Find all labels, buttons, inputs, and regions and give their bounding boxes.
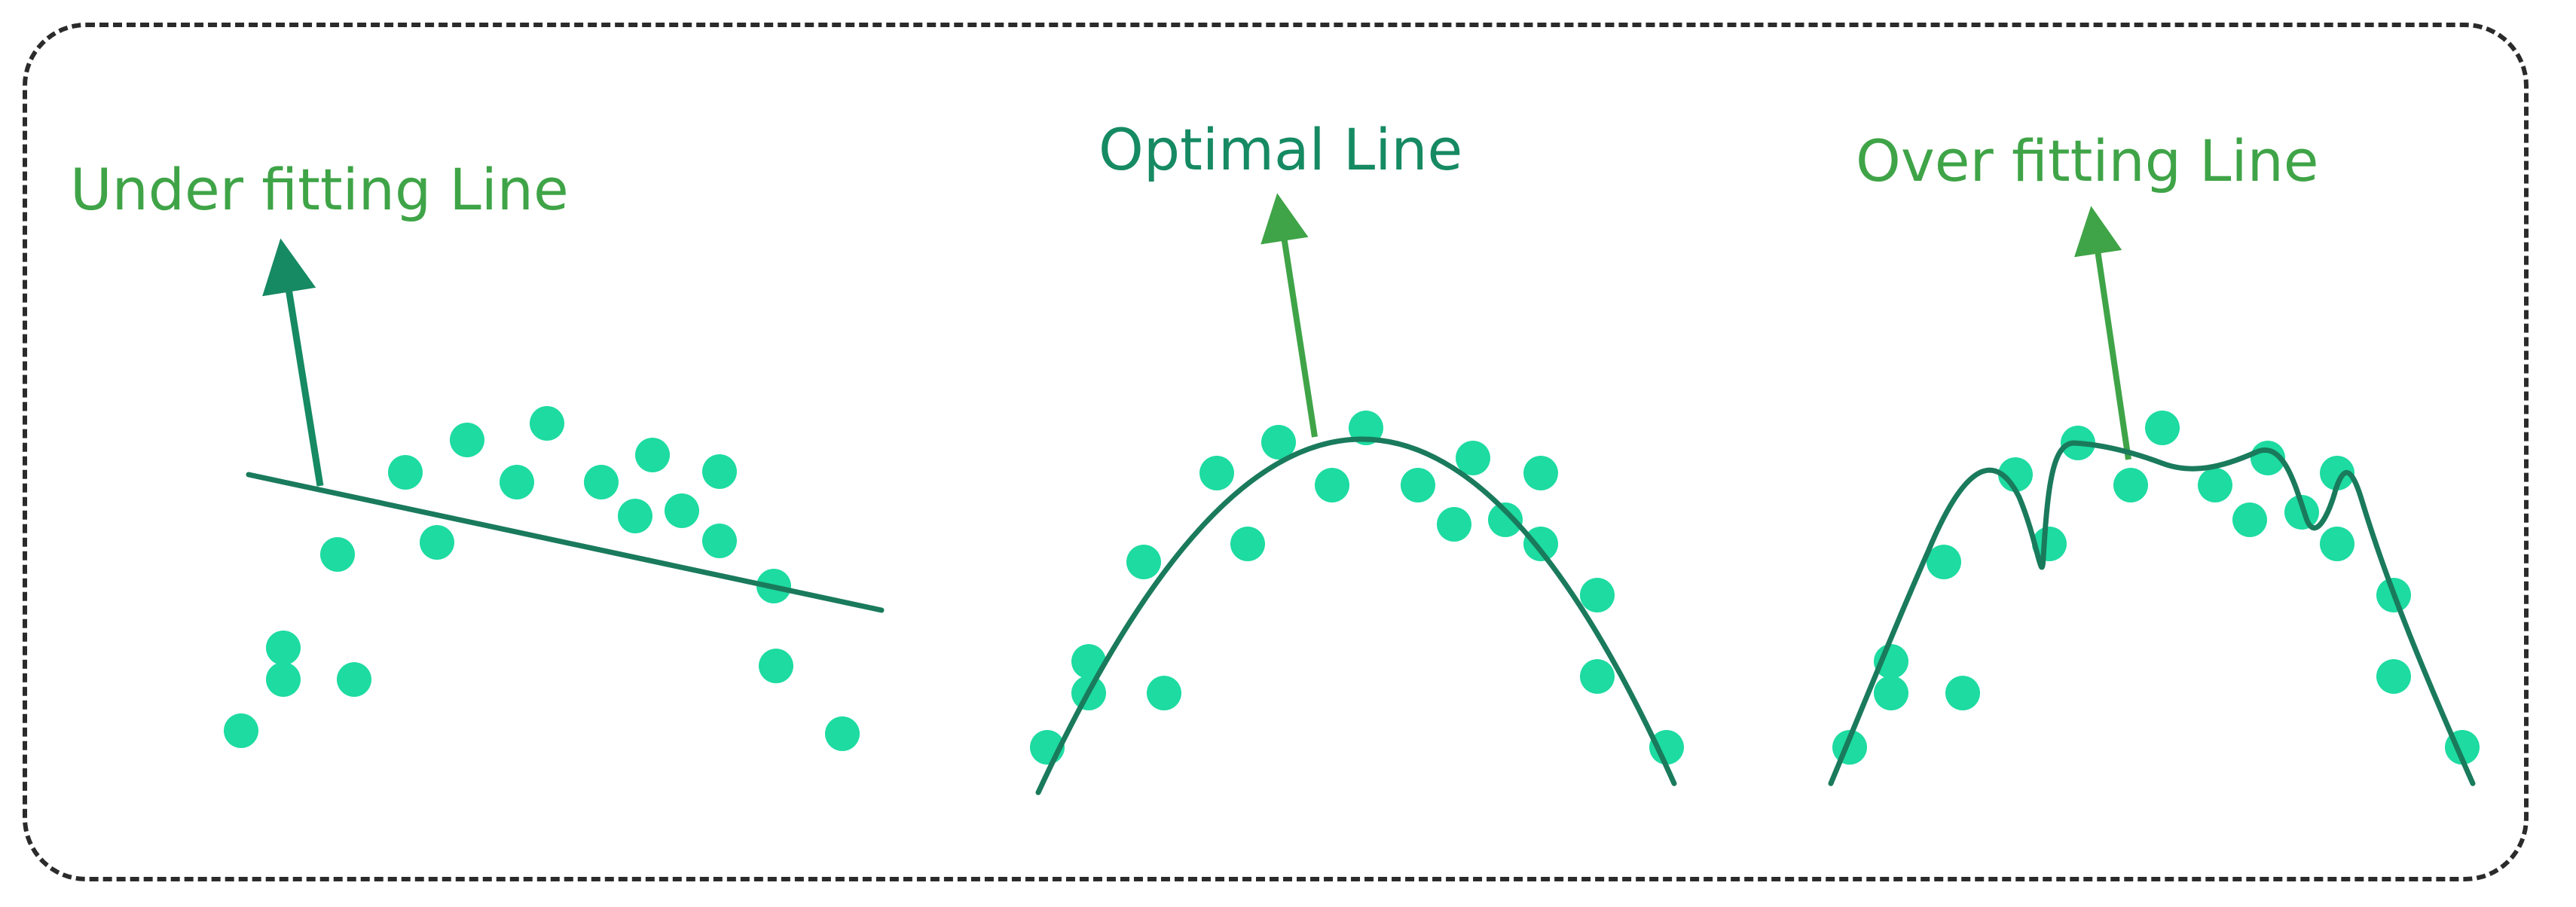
data-point [450, 423, 484, 457]
optimal-panel: Optimal Line [1030, 116, 1684, 796]
data-point [1261, 425, 1296, 460]
data-point [1580, 578, 1615, 612]
data-point [2113, 468, 2148, 502]
data-point [665, 493, 699, 528]
data-point [1349, 411, 1383, 445]
data-point [825, 716, 860, 751]
data-point [702, 454, 737, 489]
overfit-curve [1828, 440, 2476, 786]
data-point [584, 465, 619, 499]
dashed-border-frame [23, 23, 2529, 881]
optimal-label: Optimal Line [1099, 116, 1462, 183]
data-point [2376, 659, 2411, 694]
data-point [224, 713, 258, 748]
data-point [635, 438, 670, 472]
underfit-arrow [262, 238, 324, 487]
data-point [1649, 730, 1684, 765]
data-point [530, 406, 564, 441]
overfit-panel: Over fitting Line [1828, 127, 2480, 786]
data-point [1230, 527, 1265, 561]
optimal-curve [1035, 436, 1677, 796]
data-point [1927, 545, 1961, 579]
data-point [2198, 468, 2232, 502]
data-point [1523, 456, 1558, 490]
data-point [266, 662, 301, 697]
data-point [618, 499, 652, 533]
data-point [1126, 545, 1161, 579]
optimal-points [1030, 411, 1684, 765]
data-point [420, 525, 454, 560]
data-point [337, 662, 371, 697]
data-point [1437, 507, 1471, 542]
data-point [702, 524, 737, 558]
data-point [2320, 456, 2354, 490]
underfit-label: Under fitting Line [70, 156, 569, 223]
underfit-line [246, 472, 885, 613]
data-point [2032, 527, 2067, 561]
data-point [759, 649, 793, 683]
data-point [500, 465, 534, 499]
data-point [320, 537, 355, 572]
data-point [1456, 441, 1490, 475]
data-point [2232, 502, 2267, 537]
data-point [1580, 659, 1615, 694]
data-point [1488, 502, 1523, 537]
underfit-points [224, 406, 860, 751]
underfit-panel: Under fitting Line [70, 156, 885, 751]
data-point [2145, 411, 2180, 445]
data-point [1315, 468, 1349, 502]
data-point [2320, 527, 2354, 561]
overfit-label: Over fitting Line [1856, 127, 2319, 194]
optimal-arrow [1260, 193, 1318, 438]
overfit-arrow [2074, 206, 2131, 460]
data-point [1199, 456, 1234, 490]
data-point [1523, 527, 1558, 561]
data-point [1401, 468, 1435, 502]
data-point [1874, 676, 1908, 710]
data-point [388, 455, 423, 490]
data-point [1998, 457, 2033, 492]
data-point [1071, 644, 1106, 679]
data-point [1147, 676, 1181, 710]
data-point [266, 631, 301, 665]
data-point [1945, 676, 1980, 710]
